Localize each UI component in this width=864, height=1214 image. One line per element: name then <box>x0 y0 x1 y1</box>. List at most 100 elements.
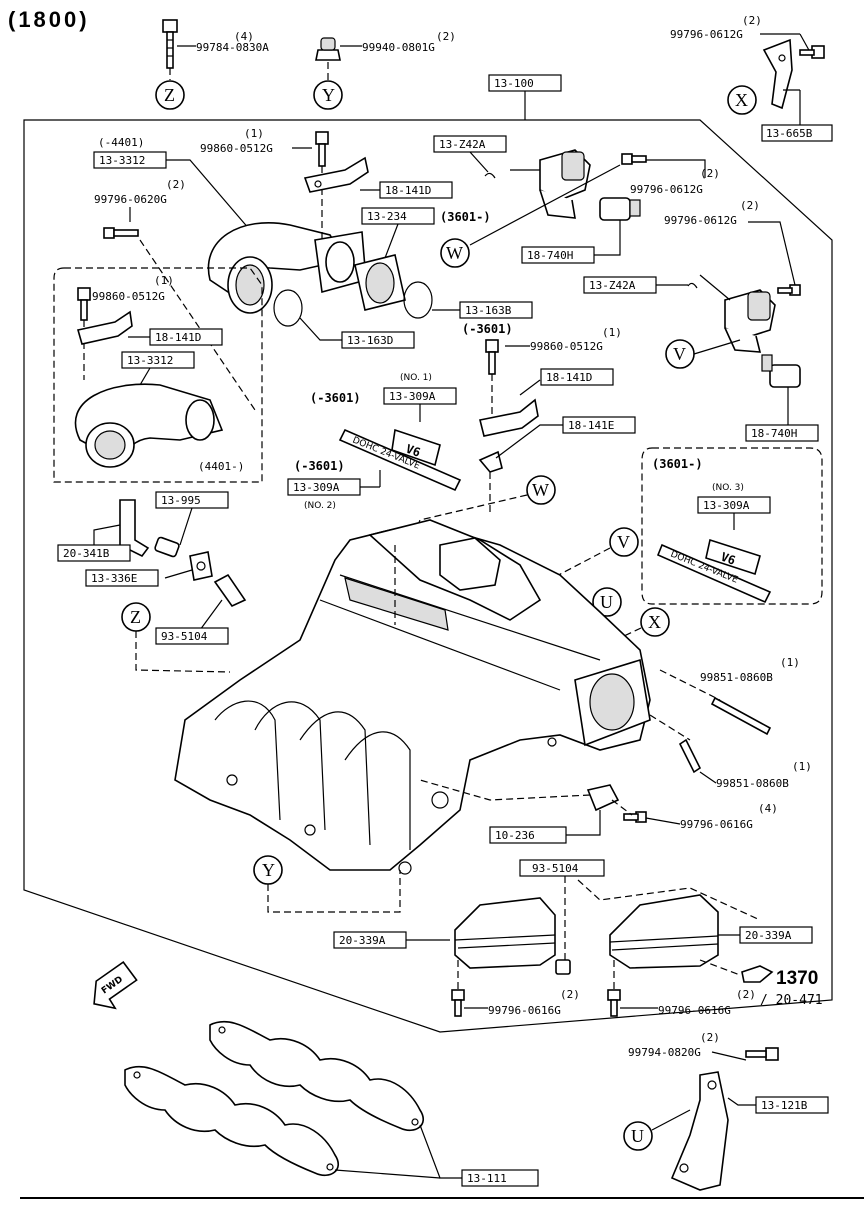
qty-label: (1) <box>780 656 800 669</box>
reference-label: 13-309A <box>293 481 340 494</box>
callout-letter: X <box>735 90 748 110</box>
reference-label: 13-Z42A <box>589 279 636 292</box>
number-label: (NO. 3) <box>712 483 744 493</box>
callout-circle <box>155 80 185 110</box>
reference-label: 20-339A <box>339 934 386 947</box>
emblem-badge: V6 <box>404 442 422 460</box>
qty-label: (2) <box>700 1031 720 1044</box>
callout-letter: V <box>673 344 686 364</box>
callout-letter: U <box>631 1126 644 1146</box>
gasket <box>124 1065 339 1177</box>
part-number-label: 99784-0830A <box>196 41 269 54</box>
qty-label: (4) <box>234 30 254 43</box>
reference-label: 13-3312 <box>127 354 173 367</box>
bolt <box>799 45 825 59</box>
callout-circle <box>592 587 622 617</box>
stud <box>678 738 702 774</box>
reference-page: 1370 <box>776 968 818 989</box>
intake-elbow <box>74 383 224 468</box>
sleeve <box>213 573 247 608</box>
pointer-hand-icon <box>741 965 774 983</box>
callout-circle <box>313 80 343 110</box>
part-number-label: 99860-0512G <box>530 340 603 353</box>
callout-letter: V <box>617 532 630 552</box>
bolt <box>451 989 465 1017</box>
qty-label: (2) <box>436 30 456 43</box>
bolt <box>623 811 647 823</box>
qty-label: (2) <box>700 167 720 180</box>
inset-3601 <box>641 447 823 605</box>
reference-label: 13-995 <box>161 494 201 507</box>
reference-subpage: / 20-471 <box>760 993 823 1008</box>
reference-label: 18-141D <box>155 331 201 344</box>
stud <box>710 696 772 736</box>
qty-label: (2) <box>560 988 580 1001</box>
bolt <box>77 287 91 321</box>
part-number-label: 99940-0801G <box>362 41 435 54</box>
callout-letter: X <box>648 612 661 632</box>
part-number-label: 99860-0512G <box>92 290 165 303</box>
reference-label: 10-236 <box>495 829 535 842</box>
code-label: (-3601) <box>310 391 361 405</box>
reference-label: 13-3312 <box>99 154 145 167</box>
reference-label: 18-141D <box>546 371 592 384</box>
callout-circle <box>526 475 556 505</box>
bracket <box>670 1071 729 1191</box>
gasket <box>354 254 406 311</box>
callout-circle <box>623 1121 653 1151</box>
qty-label: (2) <box>742 14 762 27</box>
part-number-label: 99851-0860B <box>716 777 789 790</box>
code-label: (3601-) <box>652 457 703 471</box>
intake-elbow <box>207 222 367 314</box>
qty-label: (2) <box>736 988 756 1001</box>
reference-label: 13-234 <box>367 210 407 223</box>
part-number-label: 99796-0616G <box>488 1004 561 1017</box>
callout-letter: Y <box>322 85 335 105</box>
vacuum-sensor <box>761 354 801 388</box>
bracket <box>303 156 369 193</box>
reference-label: 13-121B <box>761 1099 808 1112</box>
callout-letter: Y <box>262 860 275 880</box>
reference-label: 93-5104 <box>532 862 579 875</box>
bolt <box>485 339 499 375</box>
plate <box>189 551 213 581</box>
bracket-x <box>762 38 793 110</box>
vacuum-sensor <box>599 197 641 221</box>
callout-letter: Z <box>130 607 141 627</box>
bolt <box>315 131 329 167</box>
qty-label: (1) <box>792 760 812 773</box>
bolt <box>777 284 801 296</box>
reference-label: 13-163D <box>347 334 393 347</box>
nut-y <box>315 37 341 61</box>
sensor <box>555 959 571 975</box>
number-label: (NO. 1) <box>400 373 432 383</box>
callout-letter: Z <box>164 85 175 105</box>
bolt <box>607 989 621 1017</box>
part-number-label: 99796-0620G <box>94 193 167 206</box>
callout-letter: W <box>532 480 549 500</box>
bracket <box>479 379 541 437</box>
callout-circle <box>440 238 470 268</box>
callout-circle <box>609 527 639 557</box>
reference-label: 13-Z42A <box>439 138 486 151</box>
part-number-label: 99794-0820G <box>628 1046 701 1059</box>
reference-label: 13-100 <box>494 77 534 90</box>
solenoid-valve <box>510 149 591 219</box>
cover <box>454 897 556 969</box>
reference-label: 93-5104 <box>161 630 208 643</box>
emblem: DOHC 24-VALVE V6 <box>338 428 462 492</box>
code-label: (3601-) <box>440 210 491 224</box>
number-label: (NO. 2) <box>304 501 336 511</box>
part-number-label: 99851-0860B <box>700 671 773 684</box>
part-number-label: 99796-0612G <box>670 28 743 41</box>
emblem: DOHC 24-VALVE V6 <box>656 538 772 604</box>
bolt <box>103 227 139 239</box>
reference-label: 18-740H <box>751 427 797 440</box>
part-number-label: 99796-0612G <box>664 214 737 227</box>
solenoid-valve <box>699 274 776 353</box>
part-number-label: 99796-0616G <box>680 818 753 831</box>
inset-4401 <box>53 267 263 483</box>
reference-label: 13-163B <box>465 304 512 317</box>
callout-letter: W <box>446 243 463 263</box>
qty-label: (1) <box>244 127 264 140</box>
